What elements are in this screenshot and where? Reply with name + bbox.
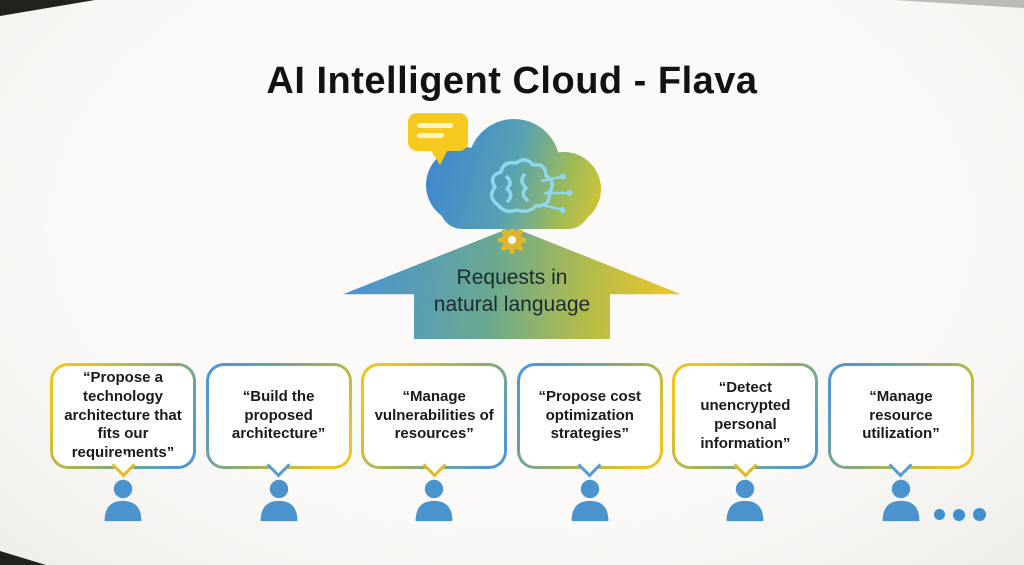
speech-bubble-text: “Detect unencrypted personal information… <box>700 378 791 452</box>
speech-bubble-text: “Manage resource utilization” <box>862 387 940 443</box>
speech-bubble-text: “Manage vulnerabilities of resources” <box>374 387 494 443</box>
gear-icon <box>498 226 526 254</box>
user-icon <box>100 478 146 522</box>
user-request-column: “Propose a technology architecture that … <box>50 363 196 522</box>
circuit-nodes <box>559 173 573 213</box>
user-requests-row: “Propose a technology architecture that … <box>50 363 974 522</box>
speech-bubble-text: “Propose cost optimization strategies” <box>538 387 642 443</box>
speech-bubble: “Propose cost optimization strategies” <box>516 363 663 469</box>
speech-bubble-text: “Propose a technology architecture that … <box>64 369 182 461</box>
frame-corner-bottom-left <box>0 551 46 565</box>
user-icon <box>567 478 613 522</box>
speech-bubble: “Propose a technology architecture that … <box>50 363 196 469</box>
user-request-column: “Build the proposed architecture” <box>205 363 352 522</box>
ai-cloud-icon <box>408 113 601 254</box>
user-icon <box>722 478 768 522</box>
speech-bubble: “Manage vulnerabilities of resources” <box>361 363 508 469</box>
speech-bubble: “Detect unencrypted personal information… <box>672 363 819 469</box>
ai-cloud-graphic <box>382 107 642 257</box>
speech-bubble: “Manage resource utilization” <box>827 363 974 469</box>
chat-bubble-icon <box>408 113 468 165</box>
user-request-column: “Manage resource utilization” <box>827 363 974 522</box>
user-request-column: “Manage vulnerabilities of resources” <box>361 363 508 522</box>
user-icon <box>411 478 457 522</box>
user-icon <box>256 478 302 522</box>
page-title: AI Intelligent Cloud - Flava <box>266 60 758 102</box>
speech-bubble: “Build the proposed architecture” <box>205 363 352 469</box>
ai-brain-circuit-icon <box>489 158 555 214</box>
arrow-label-line2: natural language <box>433 293 591 316</box>
speech-bubble-text: “Build the proposed architecture” <box>231 387 326 443</box>
circuit-traces <box>540 175 568 211</box>
user-request-column: “Detect unencrypted personal information… <box>672 363 819 522</box>
arrow-label-line1: Requests in <box>456 265 568 289</box>
user-icon <box>878 478 924 522</box>
more-users-ellipsis-icon <box>934 508 986 521</box>
frame-corner-top-right <box>894 0 1024 8</box>
user-request-column: “Propose cost optimization strategies” <box>516 363 663 522</box>
